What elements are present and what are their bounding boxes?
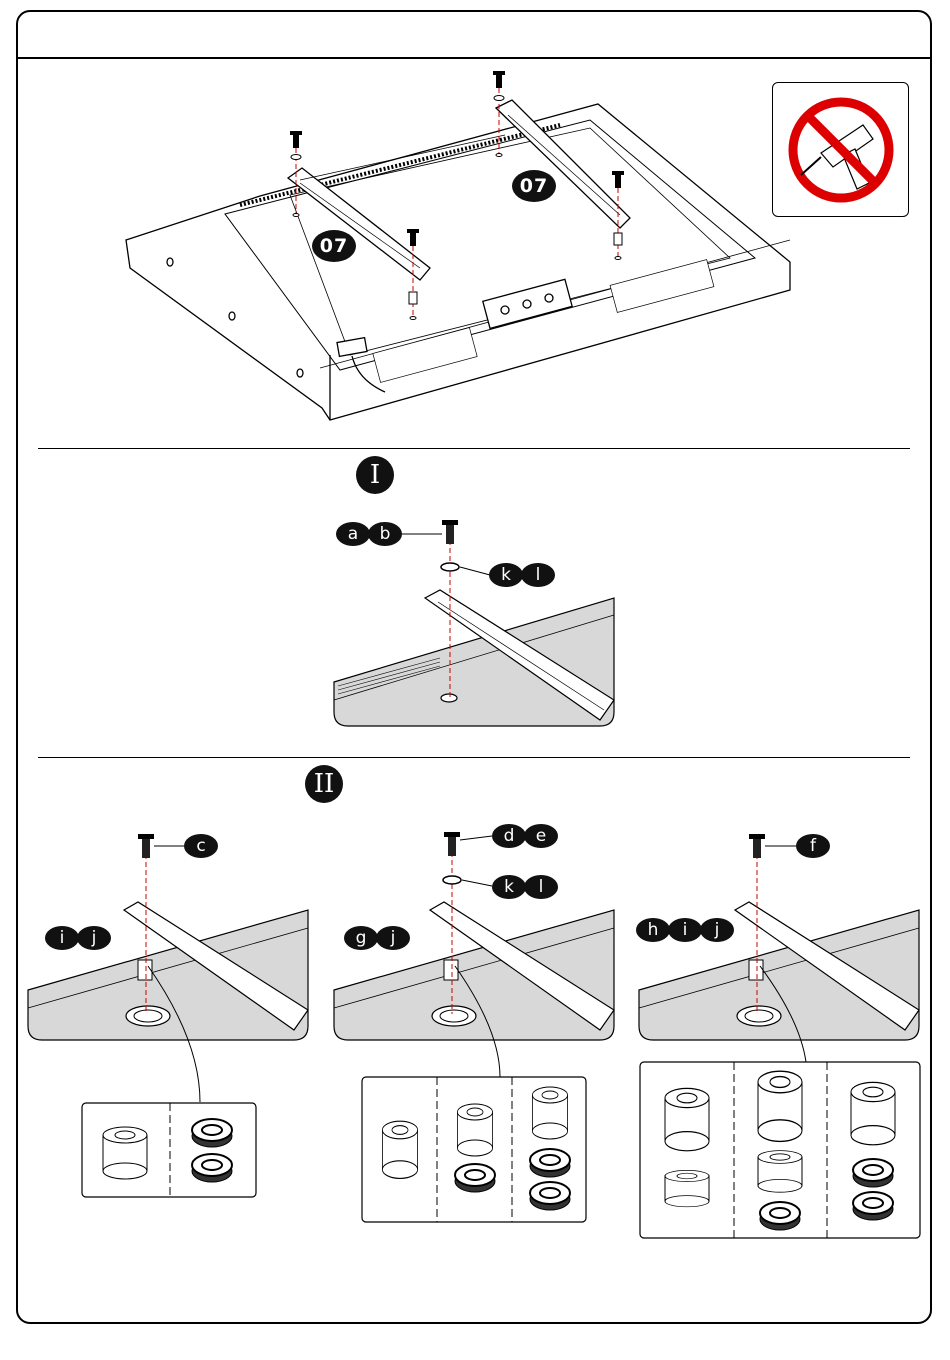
callout-spacer-g: g <box>344 926 378 950</box>
callout-washer-k: k <box>492 875 526 899</box>
callout-spacer-i: i <box>668 918 702 942</box>
callout-spacer-j: j <box>77 926 111 950</box>
callout-spacer-j: j <box>376 926 410 950</box>
callout-washer-l: l <box>524 875 558 899</box>
callout-screw-e: e <box>524 824 558 848</box>
callout-spacer-j: j <box>700 918 734 942</box>
callout-spacer-i: i <box>45 926 79 950</box>
callout-spacer-h: h <box>636 918 670 942</box>
callout-screw-c: c <box>184 834 218 858</box>
callout-screw-f: f <box>796 834 830 858</box>
callout-screw-d: d <box>492 824 526 848</box>
